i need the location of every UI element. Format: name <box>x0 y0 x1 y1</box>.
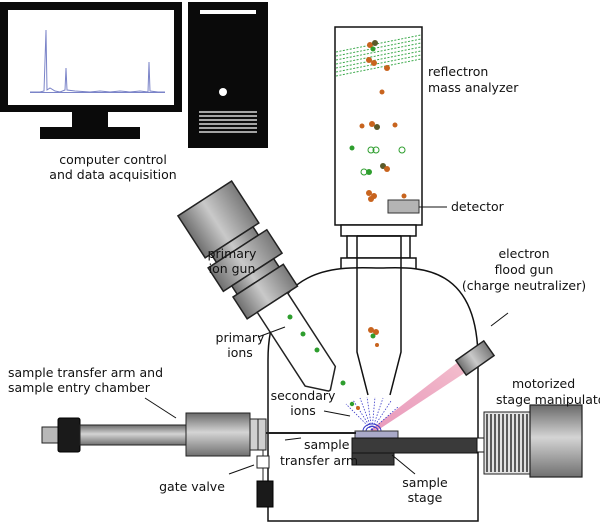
secondary-ions <box>349 401 360 410</box>
electron-flood-gun <box>454 339 496 377</box>
reflectron-grid <box>335 34 422 77</box>
sample-stage-label-line2: stage <box>408 490 443 505</box>
secondary-ion-plume <box>345 396 399 431</box>
primary-ions-label-line2: ions <box>227 345 253 360</box>
impact-rings <box>362 423 382 432</box>
stage-manipulator <box>476 404 583 478</box>
electron-gun-label-line1: electron <box>498 246 549 261</box>
reflectron-label-line2: mass analyzer <box>428 80 519 95</box>
electron-beam <box>370 362 466 432</box>
sample-transfer-label-line1: sample <box>304 437 350 452</box>
secondary-ions-label-line2: ions <box>290 403 316 418</box>
sample-transfer-label-line2: transfer arm <box>280 453 358 468</box>
gate-valve-label: gate valve <box>159 479 225 494</box>
gate-valve <box>256 455 270 469</box>
analyzer-flanges <box>340 224 417 270</box>
primary-ions <box>287 314 346 386</box>
extraction-column <box>356 236 402 396</box>
sample-stage-label-line1: sample <box>402 475 448 490</box>
primary-ion-gun-label-line1: primary <box>208 246 258 261</box>
primary-ion-gun-label-line2: ion gun <box>209 261 256 276</box>
reflectron-label-line1: reflectron <box>428 64 488 79</box>
electron-gun-label-line3: (charge neutralizer) <box>462 278 586 293</box>
transfer-arm-label-line2: sample entry chamber <box>8 380 151 395</box>
bellows <box>483 411 531 475</box>
reflectron-tube <box>334 26 447 226</box>
secondary-ions-label-line1: secondary <box>271 388 336 403</box>
computer-tower <box>188 2 268 148</box>
motorized-label-line1: motorized <box>512 376 575 391</box>
computer-label-line2: and data acquisition <box>49 167 176 182</box>
mass-spectrum-trace <box>30 29 165 93</box>
detector <box>387 199 420 214</box>
primary-ion-gun <box>176 180 337 392</box>
transfer-arm-label-line1: sample transfer arm and <box>8 365 163 380</box>
primary-ions-label-line1: primary <box>216 330 266 345</box>
motorized-label-line2: stage manipulator <box>496 392 600 407</box>
computer-monitor <box>0 2 182 139</box>
sample-transfer-arm <box>41 412 356 508</box>
electron-gun-label-line2: flood gun <box>495 262 554 277</box>
detector-label: detector <box>451 199 505 214</box>
extracted-ions <box>368 327 379 347</box>
computer-label-line1: computer control <box>59 152 167 167</box>
analyzer-ions <box>349 40 407 202</box>
